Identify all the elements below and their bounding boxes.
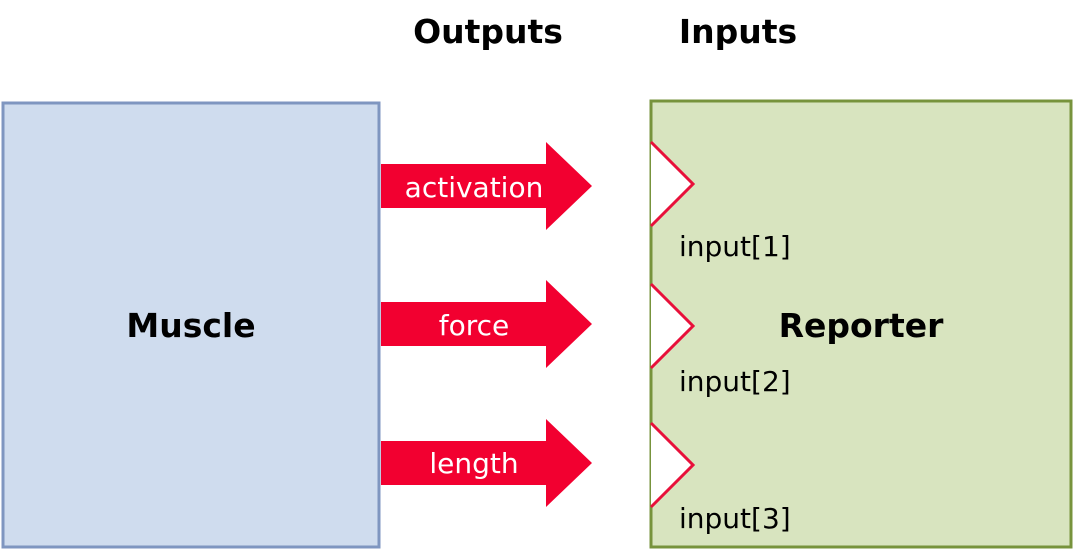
input-port-2: input[2] (649, 282, 791, 398)
muscle-label: Muscle (126, 306, 255, 345)
reporter-block: Reporter (649, 99, 1073, 549)
output-label-activation: activation (405, 171, 544, 204)
output-arrow-force: force (381, 280, 592, 368)
input-label-1: input[1] (679, 230, 791, 263)
output-arrow-length: length (381, 419, 592, 507)
reporter-label: Reporter (779, 306, 945, 345)
input-port-marker (649, 421, 696, 509)
arrow-shape (381, 142, 592, 230)
output-arrow-activation: activation (381, 142, 592, 230)
muscle-block: Muscle (1, 101, 381, 549)
input-port-1: input[1] (649, 140, 791, 263)
output-label-force: force (439, 309, 510, 342)
muscle-box (1, 101, 381, 549)
inputs-heading: Inputs (679, 12, 797, 51)
outputs-heading: Outputs (413, 12, 563, 51)
arrow-shape (381, 280, 592, 368)
input-port-3: input[3] (649, 421, 791, 535)
input-label-2: input[2] (679, 365, 791, 398)
input-port-marker (649, 140, 696, 228)
input-port-marker (649, 282, 696, 370)
reporter-box (649, 99, 1073, 549)
input-label-3: input[3] (679, 502, 791, 535)
output-label-length: length (429, 447, 518, 480)
arrow-shape (381, 419, 592, 507)
